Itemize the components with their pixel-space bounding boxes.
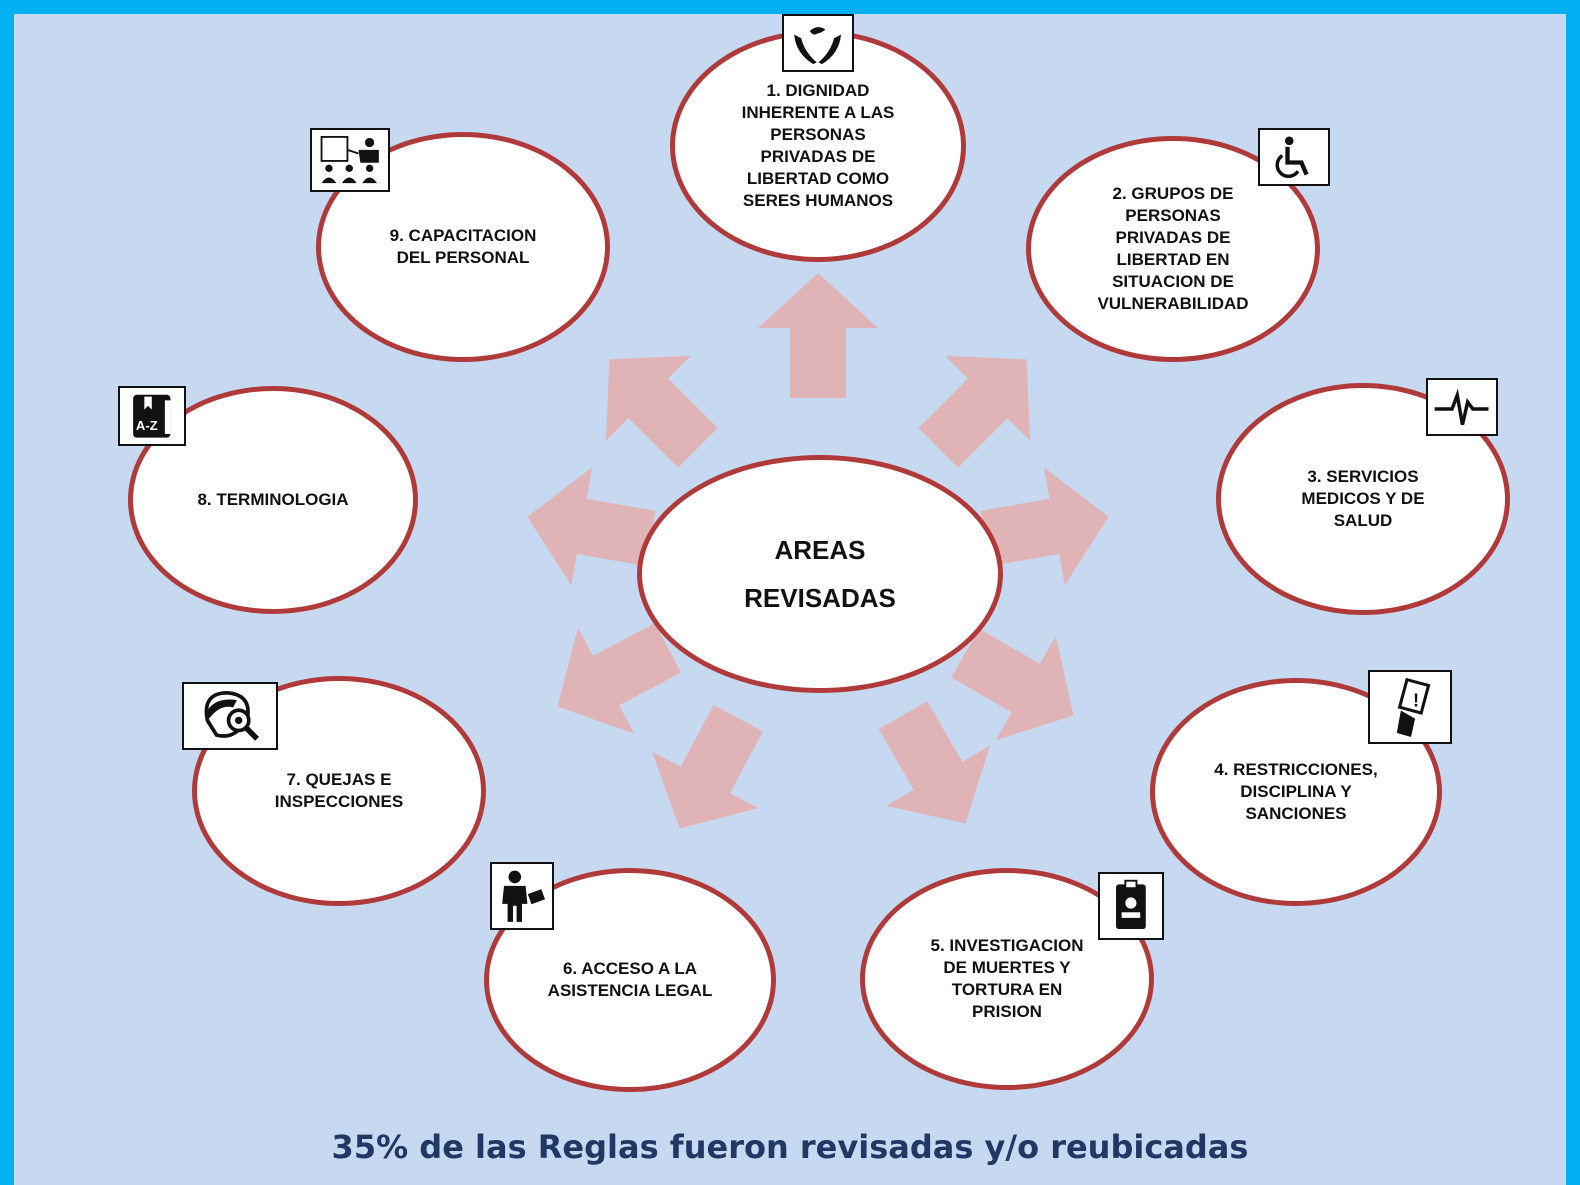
arrow-to-area-9 (605, 355, 718, 468)
arrow-to-area-5 (878, 701, 990, 824)
area-1-label: 1. DIGNIDAD INHERENTE A LAS PERSONAS PRI… (741, 81, 895, 210)
arrow-to-area-2 (918, 355, 1031, 468)
area-5-circle: 5. INVESTIGACION DE MUERTES Y TORTURA EN… (860, 868, 1154, 1090)
footer-caption: 35% de las Reglas fueron revisadas y/o r… (331, 1128, 1249, 1166)
arrow-to-area-1 (758, 273, 878, 398)
area-9-label: 9. CAPACITACION DEL PERSONAL (389, 226, 537, 267)
hands-dove-icon (782, 14, 854, 72)
training-presentation-icon (310, 128, 390, 192)
arrow-to-area-6 (652, 705, 763, 829)
inspector-magnifier-icon (182, 682, 278, 750)
area-2-label: 2. GRUPOS DE PERSONAS PRIVADAS DE LIBERT… (1097, 184, 1249, 313)
area-2-circle: 2. GRUPOS DE PERSONAS PRIVADAS DE LIBERT… (1026, 136, 1320, 362)
area-9-circle: 9. CAPACITACION DEL PERSONAL (316, 132, 610, 362)
lawyer-icon (490, 862, 554, 930)
area-5-label: 5. INVESTIGACION DE MUERTES Y TORTURA EN… (930, 936, 1084, 1021)
area-6-circle: 6. ACCESO A LA ASISTENCIA LEGAL (484, 868, 776, 1092)
warning-card-icon: ! (1368, 670, 1452, 744)
area-7-label: 7. QUEJAS E INSPECCIONES (274, 770, 404, 811)
area-4-label: 4. RESTRICCIONES, DISCIPLINA Y SANCIONES (1214, 760, 1378, 823)
heartbeat-icon (1426, 378, 1498, 436)
center-circle: AREAS REVISADAS (637, 455, 1003, 693)
arrow-to-area-4 (951, 628, 1074, 740)
id-badge-icon (1098, 872, 1164, 940)
svg-text:!: ! (1413, 689, 1419, 710)
area-6-label: 6. ACCESO A LA ASISTENCIA LEGAL (547, 959, 713, 1000)
area-8-label: 8. TERMINOLOGIA (197, 490, 349, 509)
center-label: AREAS REVISADAS (744, 535, 896, 613)
a-z-book-icon: A-Z (118, 386, 186, 446)
area-3-label: 3. SERVICIOS MEDICOS Y DE SALUD (1301, 467, 1425, 530)
wheelchair-icon (1258, 128, 1330, 186)
arrow-to-area-3 (980, 467, 1109, 586)
arrow-to-area-8 (527, 467, 656, 586)
arrow-to-area-7 (557, 623, 681, 734)
a-z-text: A-Z (136, 418, 158, 433)
